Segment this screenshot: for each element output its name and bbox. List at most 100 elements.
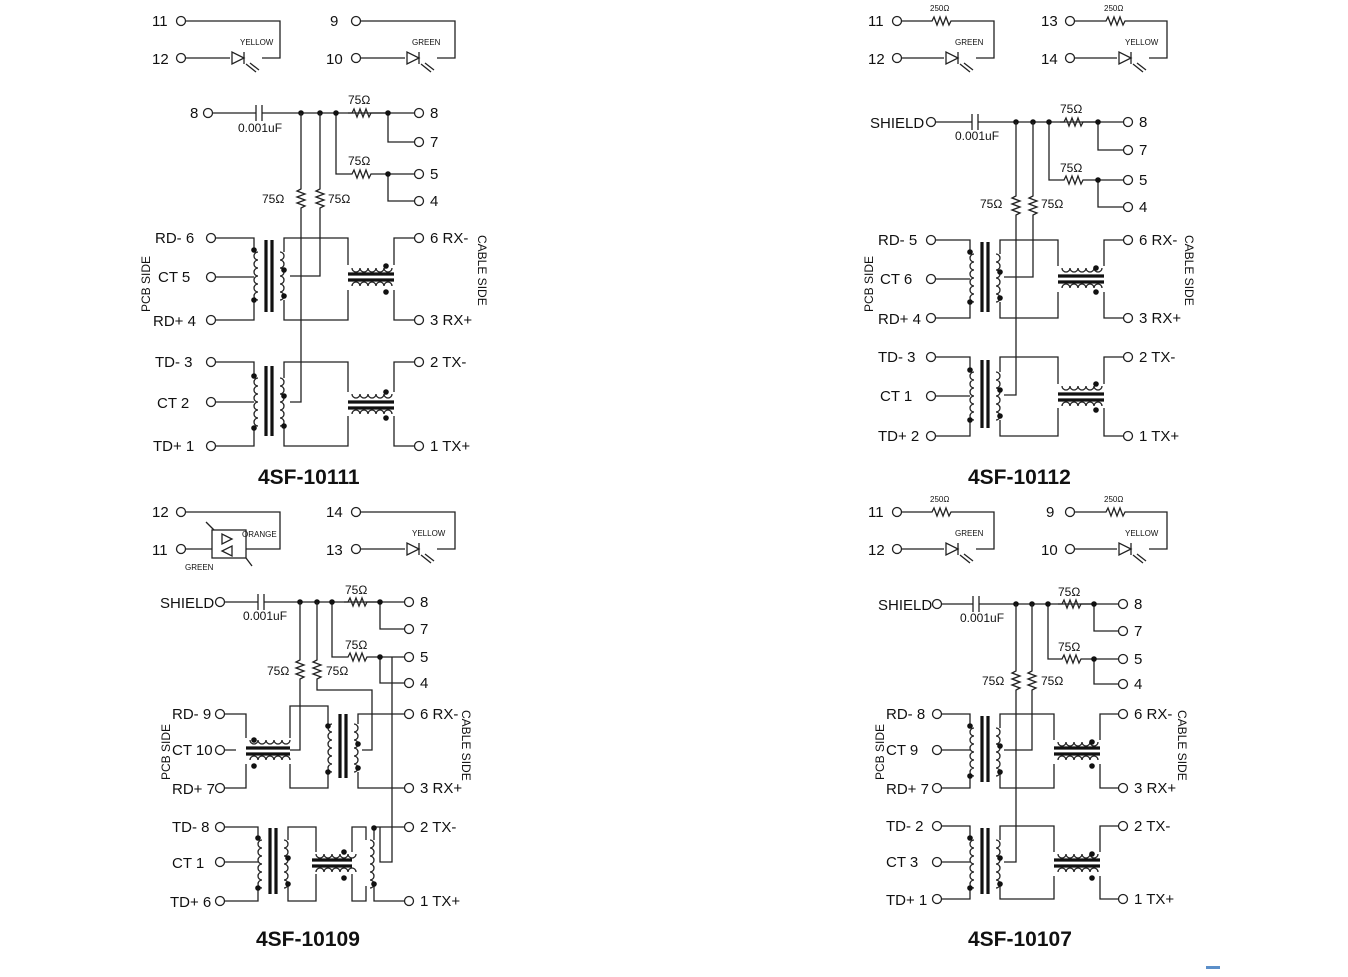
led-yellow-block: 11 12 YELLOW [152,13,281,73]
pin-4-label: 4 [430,193,438,210]
led-yellow-block: 13 14 250Ω YELLOW [1041,4,1168,73]
pin-5-label: 5 [420,649,428,666]
corner-mark [1206,966,1220,969]
tx-minus-label: 2 TX- [1134,818,1170,835]
td-minus-label: TD- 2 [886,818,924,835]
pin-7-label: 7 [420,621,428,638]
pin-5-label: 5 [1139,172,1147,189]
pin-terminal [925,273,937,285]
led1-color-label: GREEN [955,38,984,47]
pin-terminal [403,651,415,663]
diagram-4sf-10109: 12 11 ORANGE GREEN 14 13 YELLOW SHIELD [152,504,473,951]
res-top-label: 75Ω [1058,585,1080,599]
pin-terminal [403,821,415,833]
led2-color-label: GREEN [412,38,441,47]
pin-terminal [1117,893,1129,905]
led2-pin-bottom: 14 [1041,51,1058,68]
pin-terminal [1064,543,1076,555]
pin-terminal [1117,678,1129,690]
led2-pin-top: 9 [330,13,338,30]
res-right-label: 75Ω [1041,674,1063,688]
cap-label: 0.001uF [238,121,282,135]
rx-plus-label: 3 RX+ [1134,780,1176,797]
pin-8-label: 8 [420,594,428,611]
tx-plus-label: 1 TX+ [1134,891,1174,908]
pin-terminal [175,52,187,64]
pin-terminal [925,234,937,246]
led1-pin-top: 11 [152,13,168,30]
pin-terminal [413,356,425,368]
res-left-label: 75Ω [267,664,289,678]
pin-terminal [202,107,214,119]
pin-terminal [1122,201,1134,213]
tx-plus-label: 1 TX+ [1139,428,1179,445]
pin-terminal [925,390,937,402]
pin-terminal [1064,52,1076,64]
led2-color-label: YELLOW [1125,529,1159,538]
pin-terminal [413,168,425,180]
led1-pin-bottom: 12 [868,542,885,559]
rd-minus-label: RD- 6 [155,230,194,247]
led1-pin-top: 11 [868,504,884,521]
pin-terminal [1117,625,1129,637]
pin-4-label: 4 [1134,676,1142,693]
pin-terminal [1122,116,1134,128]
led1-pin-bottom: 12 [152,51,169,68]
res-left-label: 75Ω [982,674,1004,688]
pin-terminal [403,677,415,689]
rd-plus-label: RD+ 4 [878,311,921,328]
pin-terminal [413,136,425,148]
pin-terminal [350,52,362,64]
pin-terminal [931,598,943,610]
pin-terminal [205,396,217,408]
td-minus-label: TD- 3 [878,349,916,366]
pin-terminal [403,895,415,907]
pin-terminal [214,596,226,608]
led2-pin-bottom: 13 [326,542,343,559]
bicolor-led-icon [211,529,247,559]
res-right-label: 75Ω [326,664,348,678]
led1-color-label: YELLOW [240,38,274,47]
td-minus-label: TD- 3 [155,354,193,371]
res-right-label: 75Ω [328,192,350,206]
pin-terminal [891,543,903,555]
pin-terminal [205,440,217,452]
tx-minus-label: 2 TX- [430,354,466,371]
rd-minus-label: RD- 9 [172,706,211,723]
pin-terminal [175,543,187,555]
diagram-title: 4SF-10109 [256,928,360,951]
rd-minus-label: RD- 5 [878,232,917,249]
pin-terminal [931,893,943,905]
pin-terminal [1117,653,1129,665]
diagram-title: 4SF-10107 [968,928,1072,951]
led-diode-icon [1118,541,1133,557]
pin-terminal [350,543,362,555]
pin-terminal [931,820,943,832]
pin-terminal [214,708,226,720]
pin-terminal [403,623,415,635]
shield-pin-label: SHIELD [878,597,932,614]
pin-terminal [214,821,226,833]
diagram-title: 4SF-10112 [968,466,1071,489]
tx-minus-label: 2 TX- [1139,349,1175,366]
res-right-label: 75Ω [1041,197,1063,211]
res-top-label: 75Ω [1060,102,1082,116]
led1-pin-bottom: 12 [868,51,885,68]
led-diode-icon [231,50,246,66]
tx-minus-label: 2 TX- [420,819,456,836]
ct-upper-label: CT 9 [886,742,918,759]
res-mid-label: 75Ω [1060,161,1082,175]
pin-terminal [1117,782,1129,794]
rx-minus-label: 6 RX- [1134,706,1172,723]
led-diode-icon [945,50,960,66]
pin-terminal [205,314,217,326]
pin-terminal [925,312,937,324]
shield-pin-label: 8 [190,105,198,122]
pin-terminal [931,856,943,868]
rd-plus-label: RD+ 7 [172,781,215,798]
cap-label: 0.001uF [960,611,1004,625]
td-plus-label: TD+ 2 [878,428,919,445]
led2-pin-top: 14 [326,504,343,521]
led1-pin-top: 11 [868,13,884,30]
